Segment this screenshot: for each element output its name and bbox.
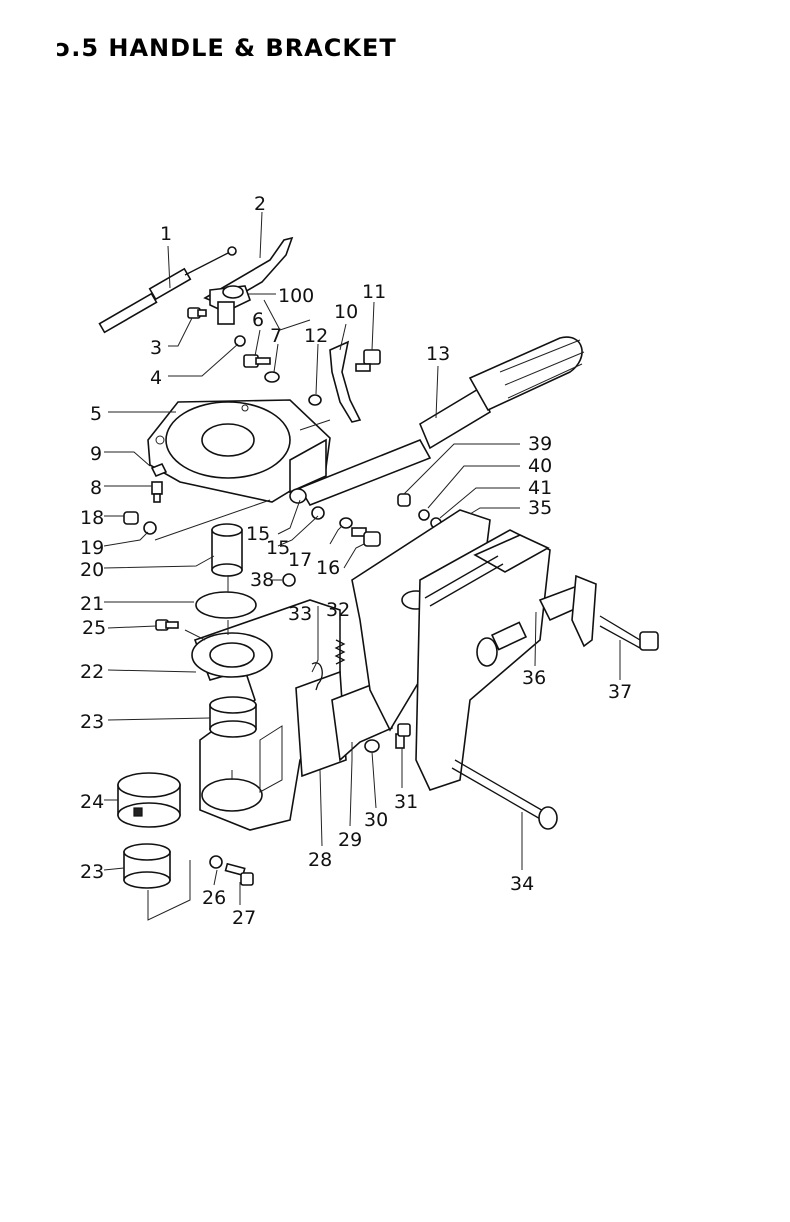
- callout-35: 35: [528, 497, 552, 519]
- callout-13: 13: [426, 343, 450, 365]
- part-4-washer: [234, 335, 246, 347]
- callout-16: 16: [316, 557, 340, 579]
- part-30-washer: [364, 739, 380, 753]
- callout-3: 3: [150, 337, 162, 359]
- part-27-bolt: [224, 862, 254, 886]
- part-31-bolt: [395, 723, 411, 749]
- part-20-sleeve: [211, 523, 243, 577]
- callout-10: 10: [334, 301, 358, 323]
- part-2-lever: [203, 236, 294, 325]
- callout-27: 27: [232, 907, 256, 929]
- part-10-bracket: [329, 340, 362, 423]
- clamp-screw-right: [538, 574, 597, 648]
- callout-38: 38: [250, 569, 274, 591]
- part-37-bolt: [599, 615, 659, 651]
- callout-1: 1: [160, 223, 172, 245]
- callout-25: 25: [82, 617, 106, 639]
- leader-lines: [103, 211, 621, 905]
- callout-34: 34: [510, 873, 534, 895]
- clamp-screw-left: [424, 555, 528, 667]
- callout-7: 7: [270, 325, 282, 347]
- part-24-split-ring: [117, 772, 181, 828]
- part-6-bolt: [243, 354, 271, 368]
- callout-17: 17: [288, 549, 312, 571]
- callout-20: 20: [80, 559, 104, 581]
- part-32-spring: [334, 639, 346, 665]
- callout-12: 12: [304, 325, 328, 347]
- callout-31: 31: [394, 791, 418, 813]
- part-11-bolt: [355, 349, 381, 372]
- part-28-lock-plate: [295, 670, 347, 778]
- callout-33: 33: [288, 603, 312, 625]
- callout-26: 26: [202, 887, 226, 909]
- callout-19: 19: [80, 537, 104, 559]
- callout-4: 4: [150, 367, 162, 389]
- callout-24: 24: [80, 791, 104, 813]
- callout-36: 36: [522, 667, 546, 689]
- callout-15a: 15: [246, 523, 270, 545]
- part-9-clip: [150, 462, 168, 478]
- callout-23a: 23: [80, 711, 104, 733]
- part-18-nut: [123, 511, 139, 525]
- part-22-swivel-bracket: [191, 599, 341, 831]
- part-19-washer: [143, 521, 157, 535]
- part-38-washer: [282, 573, 296, 587]
- callout-29: 29: [338, 829, 362, 851]
- callout-32: 32: [326, 599, 350, 621]
- part-13-tiller-grip: [289, 336, 585, 520]
- part-17-washer: [339, 517, 353, 529]
- part-12-washer: [308, 394, 322, 406]
- callout-11: 11: [362, 281, 386, 303]
- callout-41: 41: [528, 477, 552, 499]
- part-39-nut: [397, 493, 411, 507]
- callout-5: 5: [90, 403, 102, 425]
- callout-2: 2: [254, 193, 266, 215]
- part-23-bushing-upper: [209, 696, 257, 738]
- callout-9: 9: [90, 443, 102, 465]
- callout-23b: 23: [80, 861, 104, 883]
- callout-40: 40: [528, 455, 552, 477]
- part-25-screw: [155, 619, 179, 631]
- part-16-bolt: [351, 527, 381, 547]
- part-23-bushing-lower: [123, 843, 171, 889]
- callout-28: 28: [308, 849, 332, 871]
- callout-39: 39: [528, 433, 552, 455]
- callout-37: 37: [608, 681, 632, 703]
- part-3-screw: [187, 307, 207, 319]
- part-26-washer: [209, 855, 223, 869]
- callout-21: 21: [80, 593, 104, 615]
- page-title: ↄ.5 HANDLE & BRACKET: [56, 34, 397, 62]
- part-21-o-ring: [195, 591, 257, 619]
- assembly-lines: [147, 299, 331, 921]
- callout-labels: 1 2 3 4 5 6 7 8 9 10 11 12 13 15 15 16 1…: [80, 193, 632, 929]
- part-33-spring-clip: [311, 662, 323, 691]
- callout-6: 6: [252, 309, 264, 331]
- part-40-washer: [418, 509, 430, 521]
- part-8-screw: [151, 481, 163, 503]
- callout-8: 8: [90, 477, 102, 499]
- callout-18: 18: [80, 507, 104, 529]
- callout-30: 30: [364, 809, 388, 831]
- callout-22: 22: [80, 661, 104, 683]
- part-5-steering-plate: [147, 399, 331, 503]
- part-34-tilt-rod: [451, 759, 558, 830]
- callout-15b: 15: [266, 537, 290, 559]
- part-7-washer: [264, 371, 280, 383]
- callout-100: 100: [278, 285, 314, 307]
